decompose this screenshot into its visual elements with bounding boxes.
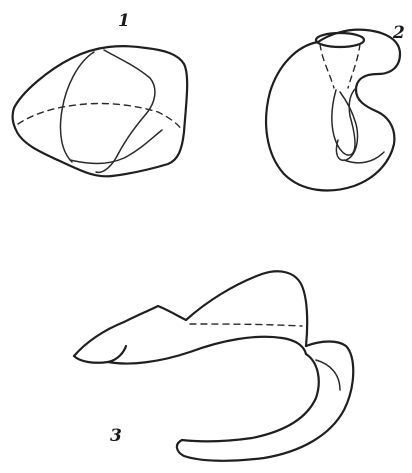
figure-1-outline [13, 46, 187, 176]
figure-2-body [266, 30, 400, 191]
figure-3-lower-band-inner [182, 354, 319, 441]
figure-3-hidden-edge [190, 324, 302, 326]
figure-3-front-edge [108, 337, 306, 364]
figure-3-top-edge [74, 271, 307, 356]
figure-1-label: 1 [118, 11, 130, 31]
figure-3-label: 3 [110, 426, 122, 446]
figure-1-hidden-equator [18, 103, 182, 130]
figure-1-inner-fold [60, 52, 94, 162]
figure-1-front-fold [96, 50, 155, 172]
figure-2-hidden-neck-left [320, 44, 334, 88]
figure-3-lower-band-outer [177, 342, 353, 461]
figure-1: 1 [13, 11, 187, 176]
figure-3: 3 [74, 271, 353, 460]
figure-2: 2 [266, 23, 405, 190]
figure-2-tube-inner [336, 92, 357, 160]
